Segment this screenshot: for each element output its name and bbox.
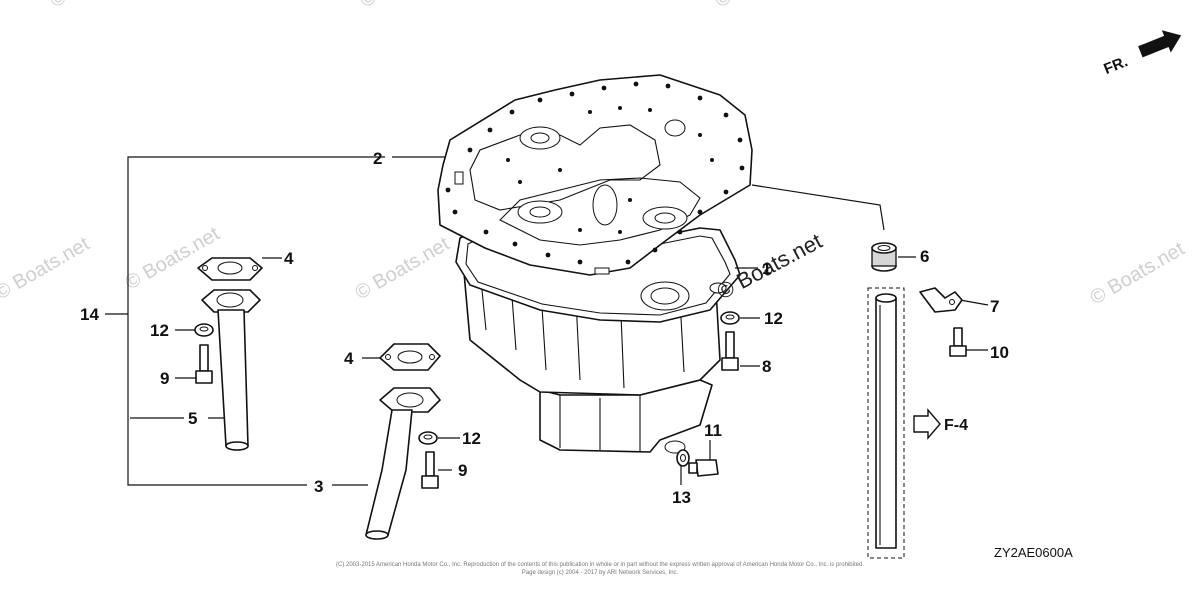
bolt-part-9-center xyxy=(421,451,439,489)
watermark-top-mid: © Boats.net xyxy=(712,0,814,12)
copyright-line-1: (C) 2003-2015 American Honda Motor Co., … xyxy=(336,562,864,568)
front-direction-arrow: FR. xyxy=(1101,30,1182,78)
watermark-left: © Boats.net xyxy=(0,233,94,305)
watermark-top-left: © Boats.net xyxy=(47,0,149,12)
washer-part-12-center xyxy=(418,431,438,445)
callout-3: 3 xyxy=(314,477,323,496)
callout-1: 1 xyxy=(762,259,771,278)
callout-2: 2 xyxy=(373,149,382,168)
callout-7: 7 xyxy=(990,297,999,316)
callout-12-left: 12 xyxy=(150,321,169,340)
callout-8: 8 xyxy=(762,357,771,376)
callout-12-right: 12 xyxy=(764,309,783,328)
group-bracket-14 xyxy=(105,156,448,486)
top-gasket-plate xyxy=(437,74,753,276)
front-arrow-icon xyxy=(1138,30,1182,58)
diagram-code: ZY2AE0600A xyxy=(994,545,1073,560)
reference-arrow-icon xyxy=(913,408,941,440)
front-label: FR. xyxy=(1101,53,1130,78)
bolt-part-8 xyxy=(721,331,739,371)
callout-9-center: 9 xyxy=(458,461,467,480)
watermark-left-upper: © Boats.net xyxy=(122,223,224,295)
oil-pipe-part-5 xyxy=(201,289,261,451)
callout-4-left: 4 xyxy=(284,249,294,268)
callout-6: 6 xyxy=(920,247,929,266)
callout-4-center: 4 xyxy=(344,349,354,368)
callout-5: 5 xyxy=(188,409,197,428)
copyright-line-2: Page design (c) 2004 - 2017 by ARI Netwo… xyxy=(522,570,679,576)
callout-13: 13 xyxy=(672,488,691,507)
callout-14: 14 xyxy=(80,305,99,324)
bolt-part-10 xyxy=(949,327,967,357)
reference-f4: F-4 xyxy=(913,408,968,440)
watermark-center: © Boats.net xyxy=(352,233,454,305)
washer-part-12-left xyxy=(194,323,214,337)
drain-bolt-part-11 xyxy=(688,459,719,477)
callout-11: 11 xyxy=(704,421,722,440)
dipstick-tube xyxy=(867,287,905,559)
callout-10: 10 xyxy=(990,343,1009,362)
watermark-right: © Boats.net xyxy=(1087,238,1189,310)
callout-12-center: 12 xyxy=(462,429,481,448)
watermark-top-right: © Boats.net xyxy=(357,0,459,12)
grommet-part-6 xyxy=(871,242,897,272)
callout-9-left: 9 xyxy=(160,369,169,388)
flange-gasket-part-4-center xyxy=(379,343,441,371)
reference-label: F-4 xyxy=(944,417,968,434)
washer-part-13 xyxy=(676,449,690,467)
clip-part-7 xyxy=(919,287,963,313)
flange-gasket-part-4-left xyxy=(197,257,263,281)
oil-pipe-part-3 xyxy=(365,387,441,540)
leader-lines xyxy=(130,184,989,485)
bolt-part-9-left xyxy=(195,344,213,384)
plate-bolt-holes xyxy=(445,81,745,265)
washer-part-12-right xyxy=(720,311,740,325)
